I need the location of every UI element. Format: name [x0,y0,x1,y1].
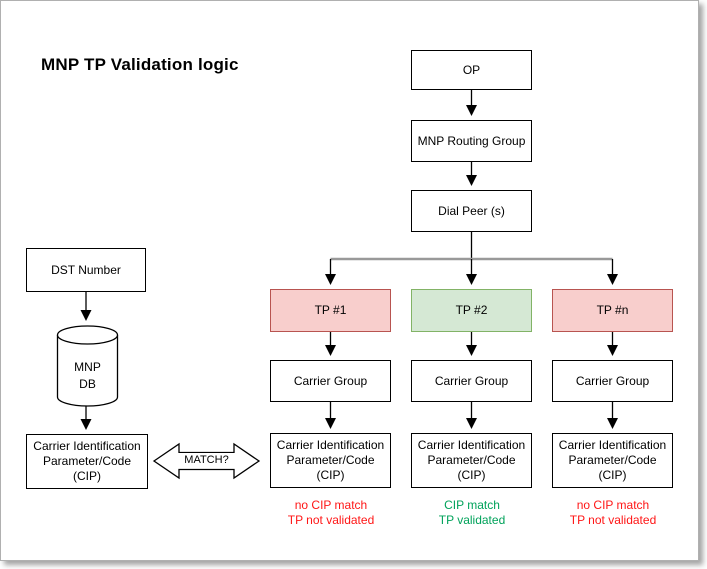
page-title: MNP TP Validation logic [41,55,239,74]
node-carrier-group-2: Carrier Group [411,360,532,402]
node-cip-2-line2: Parameter/Code [427,453,516,467]
node-tp-2: TP #2 [411,289,532,332]
result-tp1-line2: TP not validated [287,513,375,527]
node-tp-1: TP #1 [270,289,391,332]
node-cip-left: Carrier Identification Parameter/Code (C… [26,434,148,489]
node-tp-n: TP #n [552,289,673,332]
node-cip-left-line3: (CIP) [73,469,101,483]
result-tp2-line2: TP validated [438,513,506,527]
node-carrier-group-n-label: Carrier Group [575,373,650,388]
node-carrier-group-1: Carrier Group [270,360,391,402]
result-tp1-line1: no CIP match [294,498,368,512]
node-mnp-routing-group-label: MNP Routing Group [417,133,526,148]
node-carrier-group-n: Carrier Group [552,360,673,402]
node-cip-1-line3: (CIP) [316,468,345,482]
node-cip-left-line2: Parameter/Code [42,454,132,468]
diagram-canvas: MNP TP Validation logic [0,0,699,561]
node-tp-2-label: TP #2 [455,303,488,317]
node-tp-1-label: TP #1 [314,303,347,317]
result-tpn-line1: no CIP match [576,498,650,512]
node-cip-2: Carrier Identification Parameter/Code (C… [411,433,532,488]
node-dial-peer-label: Dial Peer (s) [438,203,505,218]
node-mnp-db-line1: MNP [74,360,101,374]
node-op: OP [411,50,532,90]
node-tp-n-label: TP #n [596,303,629,317]
node-mnp-routing-group: MNP Routing Group [411,120,532,162]
node-dst-number: DST Number [26,248,146,292]
node-cip-n: Carrier Identification Parameter/Code (C… [552,433,673,488]
result-text-tpn: no CIP match TP not validated [528,498,698,528]
node-cip-1-line1: Carrier Identification [276,438,385,452]
result-text-tp1: no CIP match TP not validated [246,498,416,528]
result-tpn-line2: TP not validated [569,513,657,527]
node-cip-left-line1: Carrier Identification [33,439,141,453]
result-tp2-line1: CIP match [444,498,500,512]
node-cip-n-line1: Carrier Identification [558,438,667,452]
node-carrier-group-1-label: Carrier Group [293,373,368,388]
node-mnp-db-line2: DB [79,377,96,391]
node-cip-2-line1: Carrier Identification [417,438,526,452]
node-cip-1: Carrier Identification Parameter/Code (C… [270,433,391,488]
node-carrier-group-2-label: Carrier Group [434,373,509,388]
result-text-tp2: CIP match TP validated [387,498,557,528]
node-cip-1-line2: Parameter/Code [286,453,375,467]
node-cip-n-line2: Parameter/Code [568,453,657,467]
node-mnp-db-label: MNP DB [57,359,118,393]
node-dial-peer: Dial Peer (s) [411,190,532,232]
node-cip-n-line3: (CIP) [598,468,627,482]
node-cip-2-line3: (CIP) [457,468,486,482]
node-op-label: OP [462,62,481,77]
match-question-label: MATCH? [177,453,236,468]
node-dst-number-label: DST Number [51,262,121,277]
